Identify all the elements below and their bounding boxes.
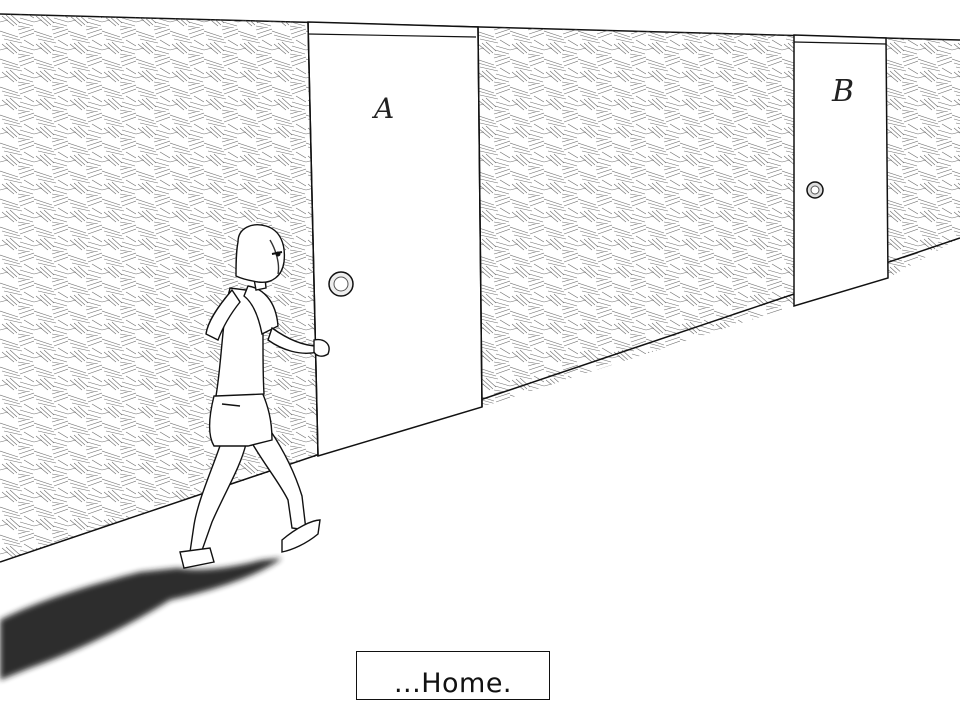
door-b-label: B [832, 74, 855, 109]
wall-panel-middle [478, 27, 794, 407]
character-girl [179, 224, 330, 569]
door-a[interactable] [307, 21, 483, 458]
door-b[interactable] [793, 34, 889, 308]
door-b-knob[interactable] [806, 181, 824, 199]
door-a-knob[interactable] [328, 271, 354, 297]
dialogue-text: ...Home. [393, 668, 513, 699]
wall-panel-right [886, 38, 960, 278]
door-a-label: A [374, 92, 395, 125]
character-shadow [0, 558, 282, 680]
dialogue-box[interactable]: ...Home. [356, 651, 550, 700]
